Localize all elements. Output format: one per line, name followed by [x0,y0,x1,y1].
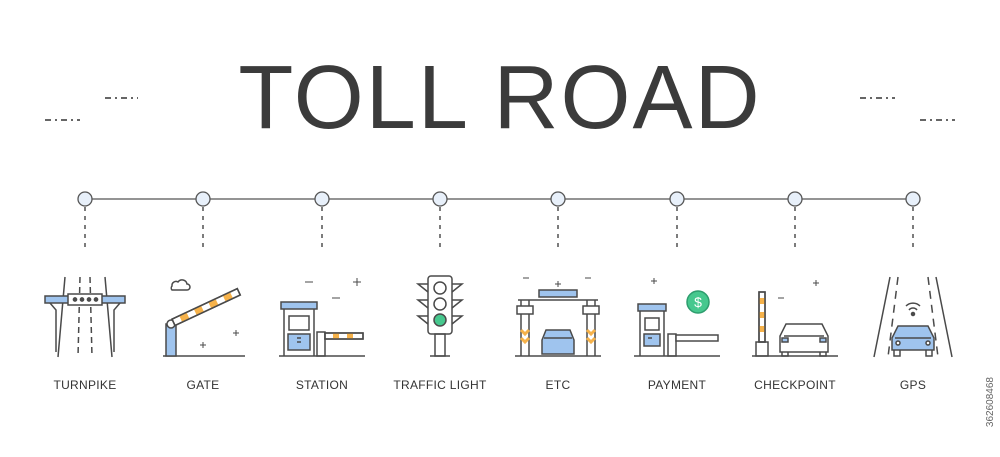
timeline-nodes [77,191,921,207]
label-gps: GPS [899,378,927,392]
timeline [77,191,921,251]
label-gate: GATE [186,378,220,392]
label-traffic-light: TRAFFIC LIGHT [393,378,487,392]
label-payment: PAYMENT [647,378,707,392]
timeline-node [77,191,93,207]
timeline-node [195,191,211,207]
etc-icon [515,277,601,357]
stock-id: 362608468 [985,376,996,427]
label-etc: ETC [545,378,571,392]
timeline-node [669,191,685,207]
timeline-connectors [84,207,914,251]
decorative-dashes-left [45,97,138,121]
page-title: TOLL ROAD [238,48,762,148]
gate-icon [163,279,245,357]
timeline-node [432,191,448,207]
checkpoint-icon [752,280,838,357]
label-station: STATION [295,378,349,392]
timeline-node [787,191,803,207]
station-icon [279,278,365,357]
timeline-node [905,191,921,207]
timeline-node [314,191,330,207]
svg-text:$: $ [694,294,702,310]
label-turnpike: TURNPIKE [53,378,117,392]
decorative-dashes-right [860,97,955,121]
turnpike-icon [44,276,126,358]
payment-icon: $ [634,278,720,357]
label-checkpoint: CHECKPOINT [754,378,836,392]
gps-icon [873,276,953,358]
timeline-node [550,191,566,207]
traffic-light-icon [415,275,465,357]
